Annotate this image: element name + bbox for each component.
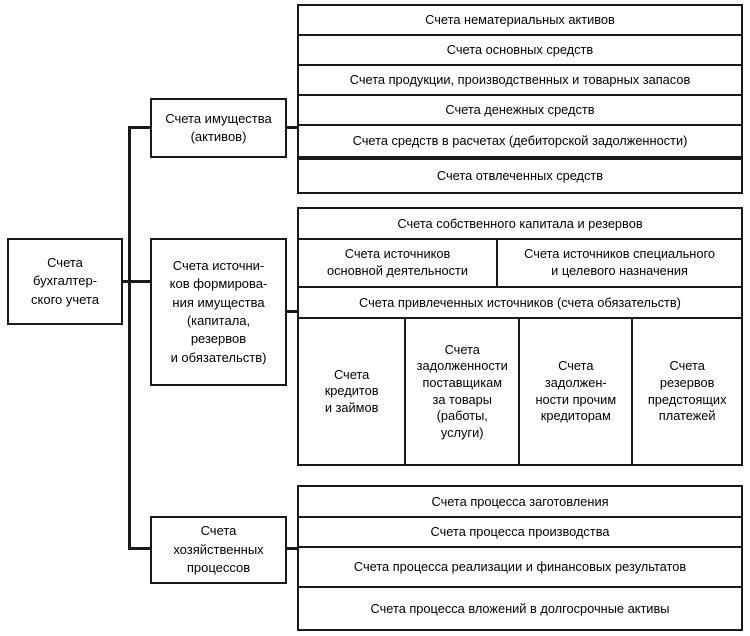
category-box-sources-label: Счета источни-ков формирова-ния имуществ… [169, 257, 268, 365]
row-label: Счета собственного капитала и резервов [397, 215, 643, 231]
row-single[interactable]: Счета продукции, производственных и това… [297, 64, 743, 96]
row-single[interactable]: Счета привлеченных источников (счета обя… [297, 286, 743, 319]
row-label: Счета процесса реализации и финансовых р… [353, 559, 687, 574]
row-label: Счета средств в расчетах (дебиторской за… [352, 133, 688, 148]
row-single[interactable]: Счета процесса реализации и финансовых р… [297, 546, 743, 588]
row-single[interactable]: Счета собственного капитала и резервов [297, 207, 743, 240]
connector-bus-to-sources [128, 280, 153, 283]
row-single[interactable]: Счета денежных средств [297, 94, 743, 126]
category-box-assets[interactable]: Счета имущества(активов) [150, 98, 287, 158]
connector-assets-to-group [285, 126, 300, 129]
connector-bus-to-assets [128, 126, 153, 129]
row-label: Счета основных средств [446, 42, 594, 57]
row-label: Счета привлеченных источников (счета обя… [359, 294, 681, 310]
row-label: Счета процесса производства [430, 524, 610, 539]
row-label: Счета процесса вложений в долгосрочные а… [370, 600, 670, 616]
connector-process-to-group [285, 547, 300, 550]
category-box-sources[interactable]: Счета источни-ков формирова-ния имуществ… [150, 238, 287, 386]
category-box-assets-label: Счета имущества(активов) [165, 110, 272, 144]
row-single[interactable]: Счета отвлеченных средств [297, 158, 743, 194]
row-single[interactable]: Счета основных средств [297, 34, 743, 66]
connector-main-vertical [128, 126, 131, 550]
row-single[interactable]: Счета процесса производства [297, 516, 743, 548]
row-single[interactable]: Счета нематериальных активов [297, 4, 743, 36]
row-label: Счета денежных средств [445, 102, 595, 117]
connector-sources-to-group [285, 310, 300, 313]
row-single[interactable]: Счета процесса вложений в долгосрочные а… [297, 586, 743, 631]
row-single[interactable]: Счета процесса заготовления [297, 485, 743, 518]
row-label: Счета отвлеченных средств [436, 168, 604, 183]
row-label: Счета продукции, производственных и това… [349, 72, 691, 87]
row-label: Счета нематериальных активов [425, 12, 615, 27]
row-single[interactable]: Счета средств в расчетах (дебиторской за… [297, 124, 743, 158]
row-label: Счета процесса заготовления [431, 493, 609, 509]
connector-bus-to-process [128, 547, 153, 550]
